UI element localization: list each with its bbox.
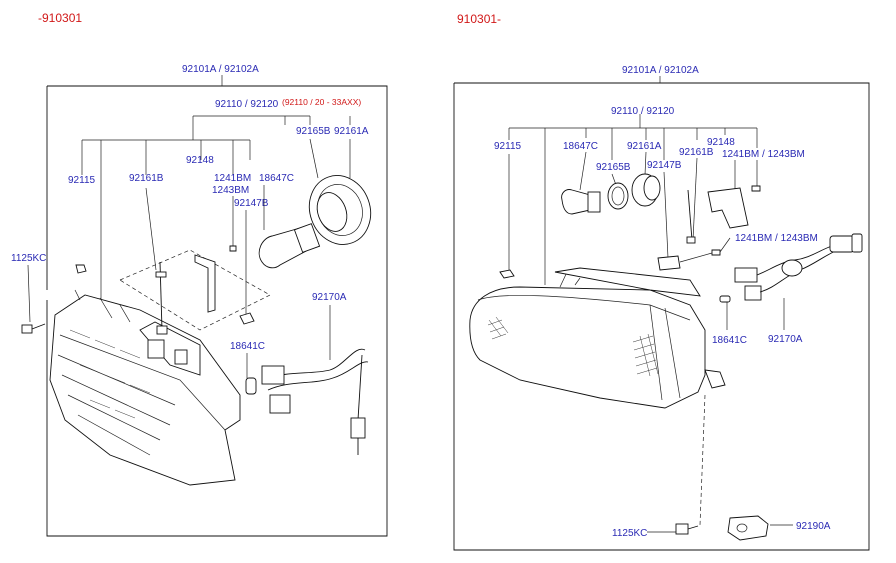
left-label-92165b[interactable]: 92165B (296, 126, 331, 137)
left-screw-1241bm (229, 245, 237, 252)
right-headlamp-body (469, 267, 726, 409)
right-screw-1125kc (675, 523, 699, 535)
right-label-92190a[interactable]: 92190A (796, 521, 831, 532)
left-headlamp-body (49, 289, 241, 486)
left-clip-92147b (239, 312, 255, 325)
right-socket-92161a (631, 173, 661, 207)
left-label-92101a-92102a[interactable]: 92101A / 92102A (182, 64, 259, 75)
left-bulb-18647c (258, 223, 321, 269)
right-panel: 910301- 92101A / 92102A 92110 / 92120 92… (453, 12, 870, 551)
right-label-18647c[interactable]: 18647C (563, 141, 598, 152)
left-date-range: -910301 (38, 11, 82, 25)
right-label-92115[interactable]: 92115 (494, 141, 522, 152)
right-bulb-18641c (719, 295, 731, 303)
right-label-92170a[interactable]: 92170A (768, 334, 803, 345)
right-label-92165b[interactable]: 92165B (596, 162, 631, 173)
right-screw-1241bm-a (751, 185, 761, 192)
right-bulb-18647c (561, 189, 601, 215)
right-label-92147b[interactable]: 92147B (647, 160, 682, 171)
left-clip-92115 (75, 264, 87, 274)
left-label-headlamp-note: (92110 / 20 - 33AXX) (282, 97, 361, 107)
left-bracket-92148 (194, 254, 216, 313)
left-label-1243bm[interactable]: 1243BM (212, 185, 249, 196)
left-screw-1125kc (21, 323, 46, 334)
right-label-18641c[interactable]: 18641C (712, 335, 747, 346)
left-label-92148[interactable]: 92148 (186, 155, 214, 166)
right-clip-92115 (499, 269, 515, 279)
right-label-92161a[interactable]: 92161A (627, 141, 662, 152)
right-label-92148[interactable]: 92148 (707, 137, 735, 148)
right-date-range: 910301- (457, 12, 501, 26)
right-ring-92165b (607, 182, 629, 210)
right-label-92110-92120[interactable]: 92110 / 92120 (611, 106, 675, 117)
left-label-92147b[interactable]: 92147B (234, 198, 269, 209)
right-label-92101a-92102a[interactable]: 92101A / 92102A (622, 65, 699, 76)
left-label-92161a[interactable]: 92161A (334, 126, 369, 137)
left-label-1125kc[interactable]: 1125KC (11, 253, 46, 264)
right-bracket-92148 (707, 187, 749, 229)
left-label-92115[interactable]: 92115 (68, 175, 96, 186)
left-label-18641c[interactable]: 18641C (230, 341, 265, 352)
left-label-1241bm[interactable]: 1241BM (214, 173, 251, 184)
left-panel: -910301 92101A / 92102A 92110 / 92120 (9… (11, 11, 388, 537)
left-label-18647c[interactable]: 18647C (259, 173, 294, 184)
right-clip-92147b (657, 255, 681, 271)
right-label-1241bm-1243bm-b[interactable]: 1241BM / 1243BM (735, 233, 818, 244)
left-frame (46, 85, 388, 537)
left-harness-92170a (261, 348, 369, 455)
right-label-1241bm-1243bm-a[interactable]: 1241BM / 1243BM (722, 149, 805, 160)
right-label-92161b[interactable]: 92161B (679, 147, 714, 158)
left-label-92161b[interactable]: 92161B (129, 173, 164, 184)
right-screw-1241bm-b (711, 249, 721, 256)
right-adjuster-92161b (686, 189, 696, 244)
left-socket-92161a (308, 175, 372, 245)
left-label-92110-92120[interactable]: 92110 / 92120 (215, 99, 279, 110)
left-adjuster-92161b (155, 261, 168, 335)
right-frame (453, 82, 870, 551)
left-label-92170a[interactable]: 92170A (312, 292, 347, 303)
left-mounting-outline (119, 249, 271, 331)
right-harness-92170a (734, 233, 863, 301)
right-label-1125kc[interactable]: 1125KC (612, 528, 647, 539)
right-cap-92190a (727, 515, 769, 541)
left-bulb-18641c (245, 377, 257, 395)
